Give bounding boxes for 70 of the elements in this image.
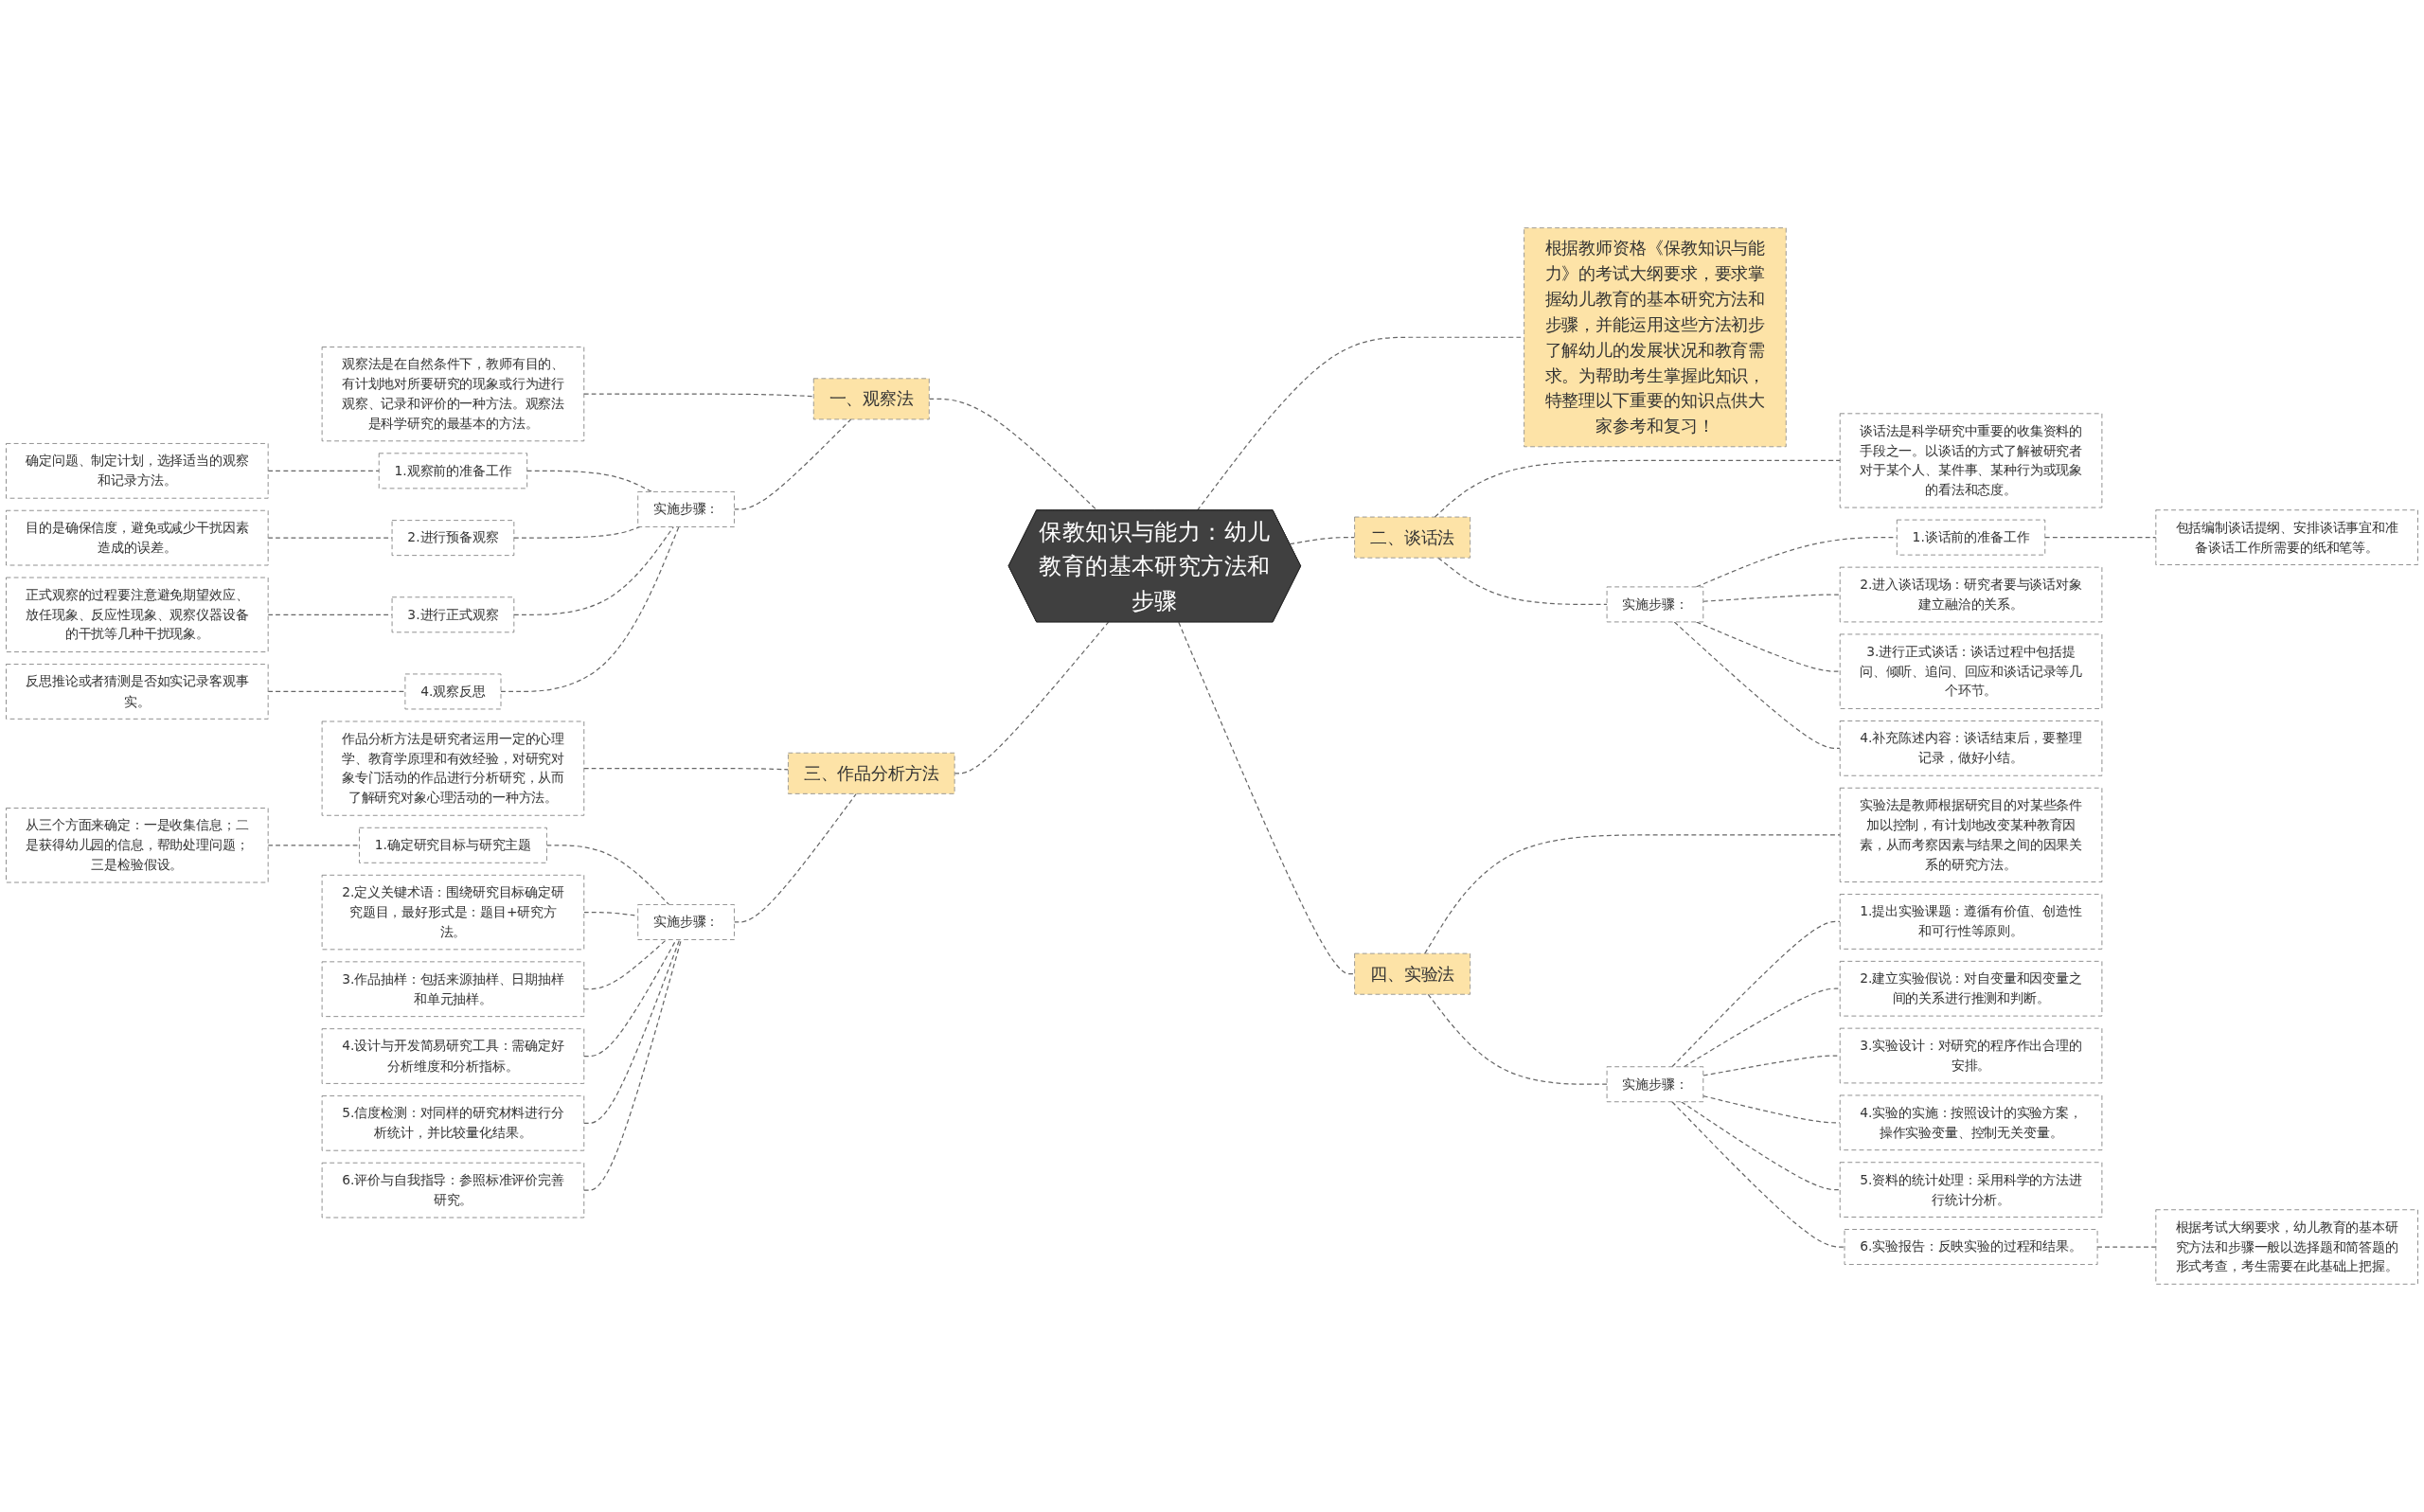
node-box: 5.信度检测：对同样的研究材料进行分析统计，并比较量化结果。 [321,1095,585,1151]
connector [513,525,641,539]
node-box: 正式观察的过程要注意避免期望效应、放任现象、反应性现象、观察仪器设备的干扰等几种干扰现象。 [6,577,269,652]
node-box: 四、实验法 [1354,952,1471,995]
connector [583,938,677,1058]
node-box: 谈话法是科学研究中重要的收集资料的手段之一。以谈话的方式了解被研究者对于某个人、某件事、某种行为或现象的看法和态度。 [1839,413,2103,508]
connector [2044,537,2157,539]
node-box: 确定问题、制定计划，选择适当的观察和记录方法。 [6,443,269,499]
node-box: 6.实验报告：反映实验的过程和结果。 [1844,1229,2098,1265]
connector [267,690,406,693]
connector [267,470,380,471]
node-box: 包括编制谈话提纲、安排谈话事宜和准备谈话工作所需要的纸和笔等。 [2155,509,2418,565]
node-box: 目的是确保信度，避免或减少干扰因素造成的误差。 [6,509,269,566]
node-box: 实施步骤： [637,904,735,940]
node-box: 一、观察法 [812,378,930,420]
connector [500,525,680,693]
node-box: 1.谈话前的准备工作 [1896,519,2046,556]
node-box: 二、谈话法 [1354,516,1471,559]
connector [526,470,652,492]
connector [1702,1055,1841,1076]
connector [1427,993,1608,1085]
connector [1671,1101,1845,1248]
node-box: 作品分析方法是研究者运用一定的心理学、教育学原理和有效经验，对研究对象专门活动的作品进行分析研究，从而了解研究对象心理活动的一种方法。 [321,720,585,816]
connector [1671,920,1841,1068]
node-box: 根据考试大纲要求，幼儿教育的基本研究方法和步骤一般以选择题和简答题的形式考查，考生需要在此基础上把握。 [2155,1209,2418,1285]
node-box: 2.建立实验假说：对自变量和因变量之间的关系进行推测和判断。 [1839,960,2103,1017]
node-box: 4.实验的实施：按照设计的实验方案，操作实验变量、控制无关变量。 [1839,1094,2103,1151]
connector [513,525,674,615]
node-box: 2.定义关键术语：围绕研究目标确定研究题目，最好形式是：题目+研究方法。 [321,874,585,951]
connector [1673,621,1841,749]
connector [1695,621,1841,672]
connector [583,938,681,1124]
node-box: 3.进行正式观察 [391,596,515,633]
node-box: 1.提出实验课题：遵循有价值、创造性和可行性等原则。 [1839,894,2103,950]
node-box: 观察法是在自然条件下，教师有目的、有计划地对所要研究的现象或行为进行观察、记录和评价的一种方法。观察法是科学研究的最基本的方法。 [321,347,585,442]
connector [583,393,814,398]
connector [733,792,857,923]
node-box: 5.资料的统计处理：采用科学的方法进行统计分析。 [1839,1162,2103,1218]
connector [1702,594,1841,602]
connector [267,845,361,846]
node-box: 6.评价与自我指导：参照标准评价完善研究。 [321,1162,585,1218]
node-box: 3.进行正式谈话：谈话过程中包括提问、倾听、追问、回应和谈话记录等几个环节。 [1839,633,2103,709]
node-box: 2.进入谈话现场：研究者要与谈话对象建立融洽的关系。 [1839,566,2103,623]
node-box: 实施步骤： [637,491,735,527]
connector [1683,987,1841,1068]
node-box: 4.设计与开发简易研究工具：需确定好分析维度和分析指标。 [321,1028,585,1084]
node-box: 3.作品抽样：包括来源抽样、日期抽样和单元抽样。 [321,961,585,1018]
node-box: 2.进行预备观察 [391,520,515,557]
node-box: 实施步骤： [1606,586,1704,623]
connector [928,398,1098,511]
node-box: 三、作品分析方法 [788,752,955,794]
node-box: 4.补充陈述内容：谈话结束后，要整理记录，做好小结。 [1839,720,2103,776]
connector [2096,1246,2157,1248]
node-box: 根据教师资格《保教知识与能力》的考试大纲要求，要求掌握幼儿教育的基本研究方法和步骤，并能运用这些方法初步了解幼儿的发展状况和教育需求。为帮助考生掌握此知识，特整理以下重要的知识点供大家参考和复习！ [1524,227,1787,448]
connector [1434,459,1841,518]
node-box: 从三个方面来确定：一是收集信息；二是获得幼儿园的信息，帮助处理问题；三是检验假设。 [6,808,269,883]
node-box: 实施步骤： [1606,1066,1704,1103]
connector [733,418,852,510]
node-box: 实验法是教师根据研究目的对某些条件加以控制，有计划地改变某种教育因素，从而考察因素与结果之间的因果关系的研究方法。 [1839,787,2103,882]
connector [583,938,668,990]
node-box: 反思推论或者猜测是否如实记录客观事实。 [6,664,269,720]
connector [954,621,1110,774]
node-box: 4.观察反思 [404,673,502,710]
connector [1681,1101,1841,1191]
connector [583,938,682,1191]
connector [1178,621,1356,975]
node-box: 1.确定研究目标与研究主题 [359,827,547,863]
connector [583,768,789,771]
node-box: 1.观察前的准备工作 [378,453,528,489]
node-box: 3.实验设计：对研究的程序作出合理的安排。 [1839,1027,2103,1084]
